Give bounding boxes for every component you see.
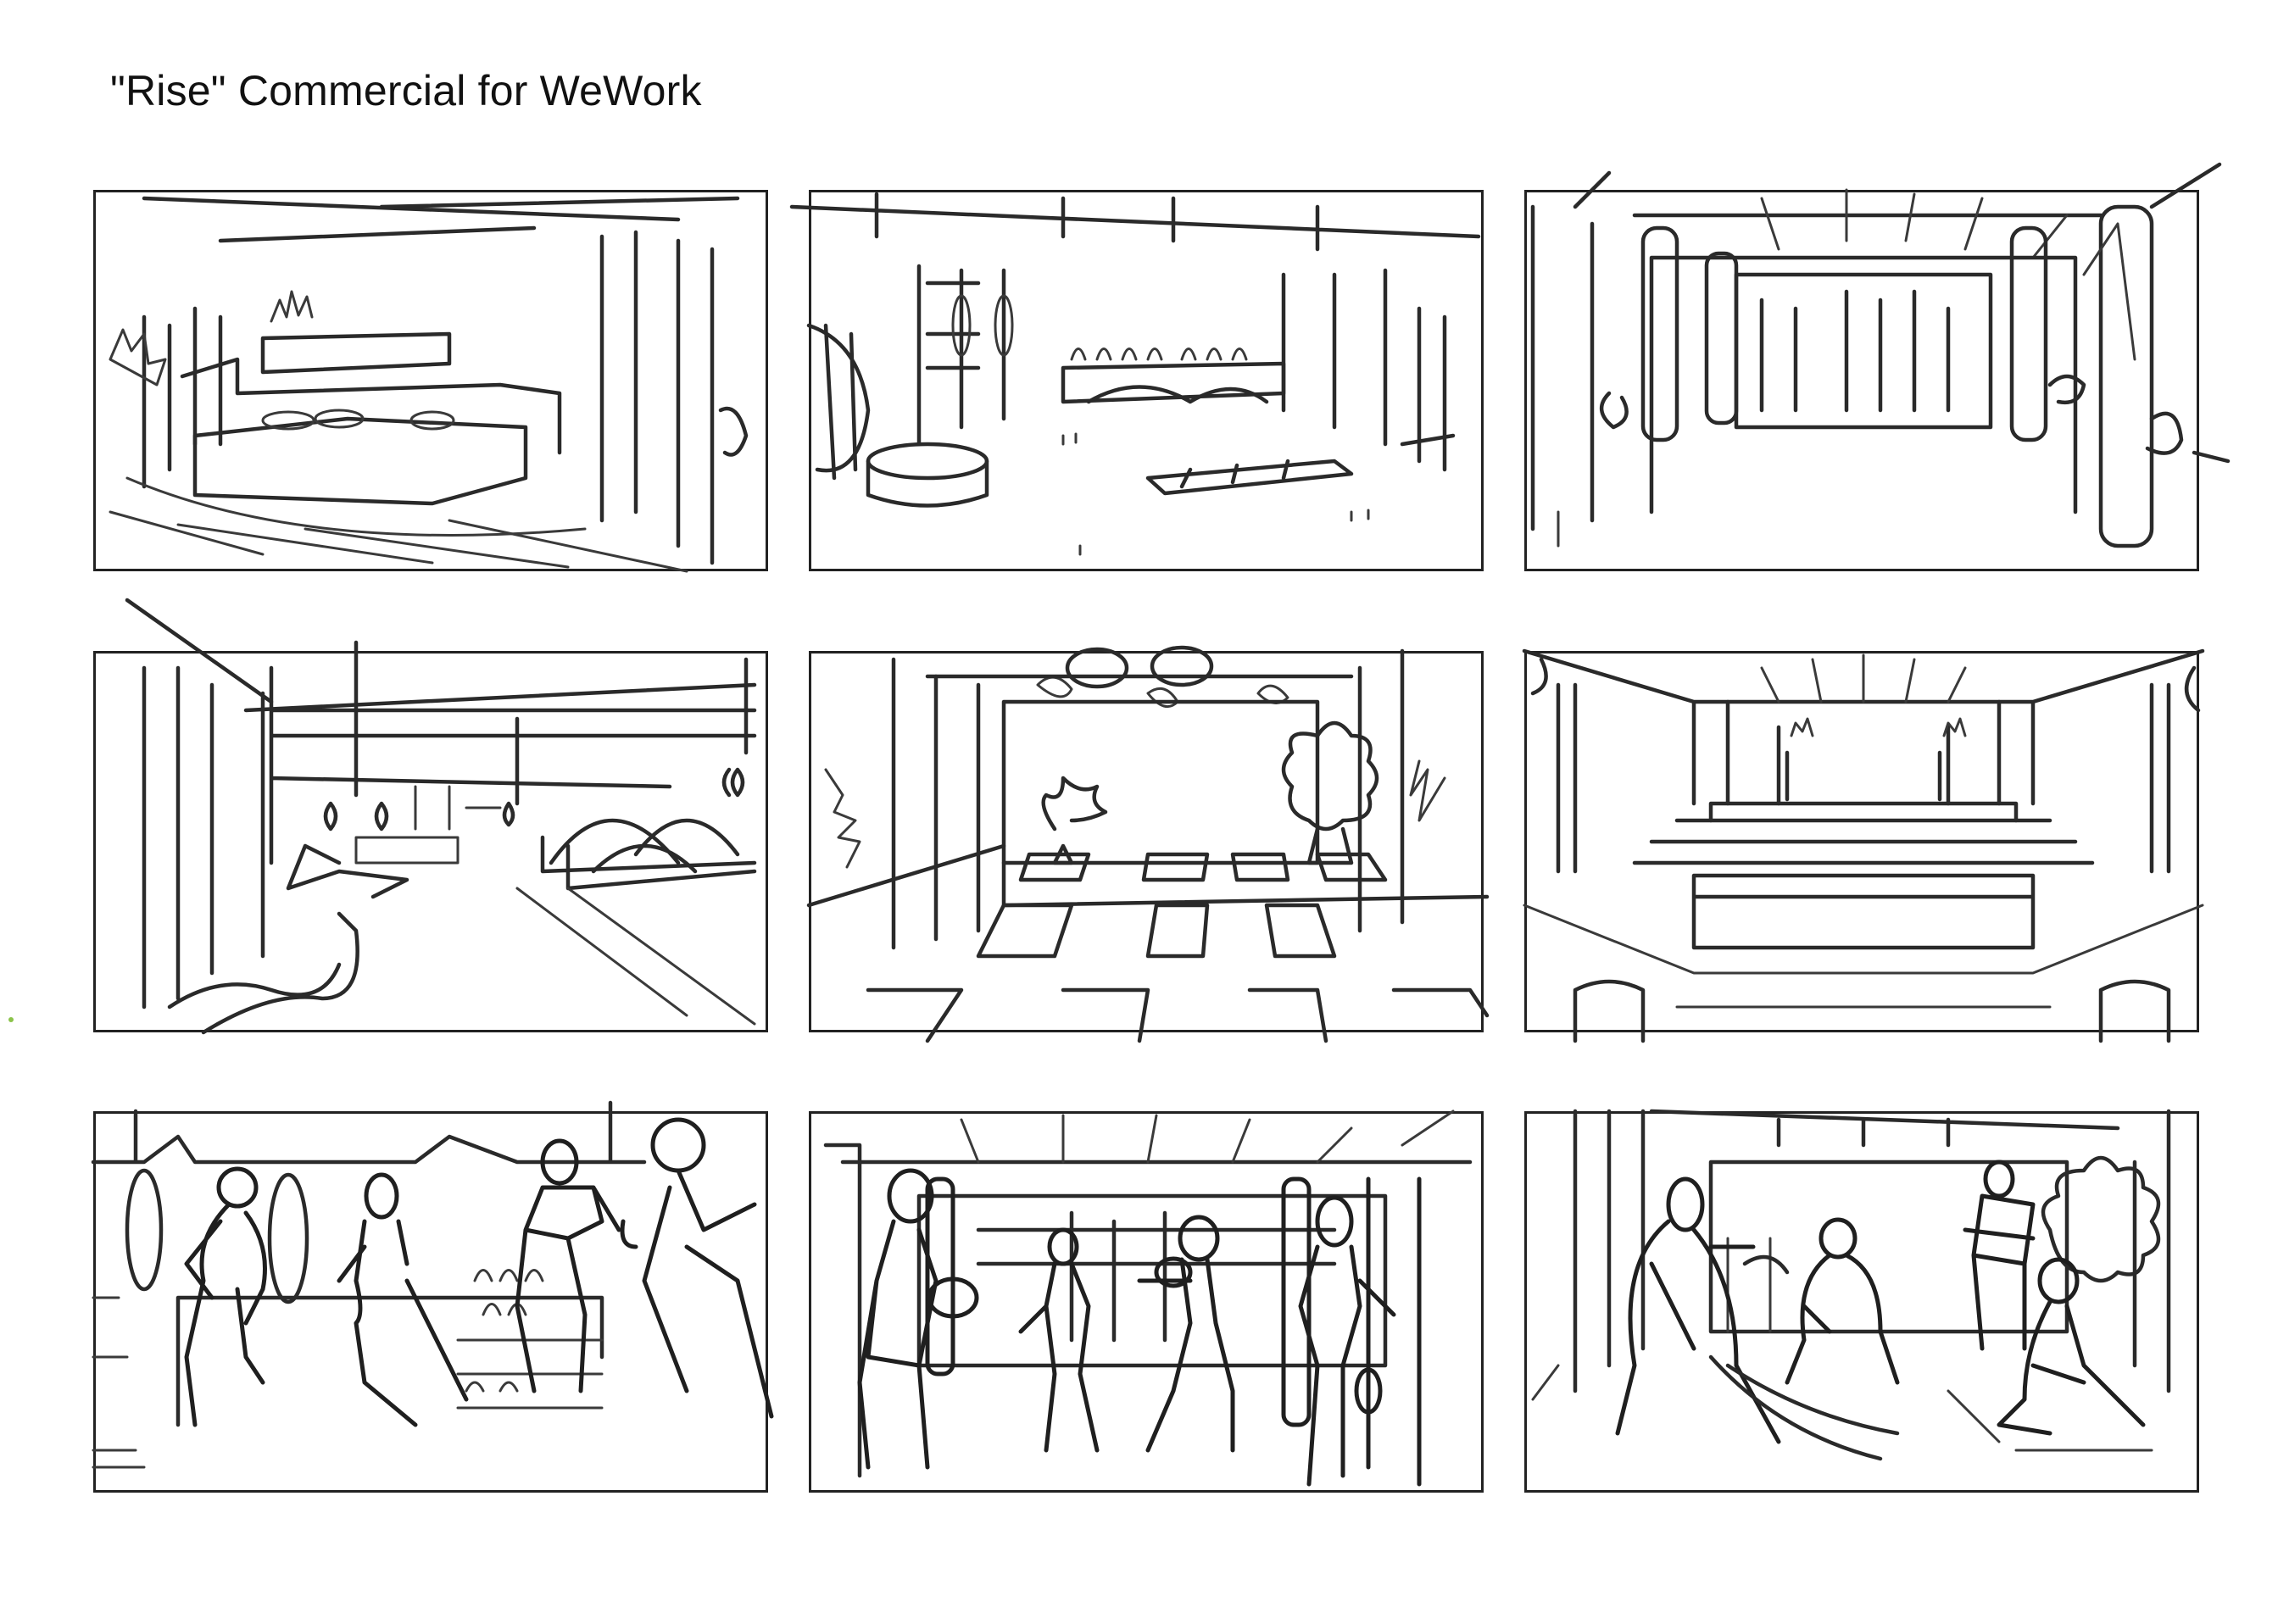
yoga-studio-icon: [806, 645, 1489, 1043]
storyboard-panel-4[interactable]: [93, 598, 768, 1034]
storyboard-panel-7[interactable]: [91, 1100, 773, 1493]
storyboard-panel-8[interactable]: [809, 1110, 1484, 1493]
storyboard-panel-3[interactable]: [1524, 162, 2230, 571]
storyboard-panel-5[interactable]: [806, 645, 1489, 1043]
people-boxing-training-icon: [823, 1110, 1472, 1486]
stray-mark: [8, 1017, 14, 1022]
storyboard-panel-6[interactable]: [1522, 648, 2204, 1043]
storyboard-panel-1[interactable]: [93, 190, 768, 572]
lounge-reception-icon: [109, 196, 748, 572]
stepped-seating-hall-icon: [1522, 648, 2204, 1043]
gym-equipment-floor-icon: [789, 192, 1480, 555]
storyboard-title: "Rise" Commercial for WeWork: [110, 67, 702, 114]
storyboard-panel-2[interactable]: [789, 190, 1484, 571]
functional-training-area-icon: [125, 598, 756, 1034]
boxing-bag-hallway-icon: [1530, 162, 2230, 548]
people-stretching-workout-icon: [1531, 1109, 2170, 1460]
people-resting-lounge-icon: [91, 1100, 773, 1468]
storyboard-panel-9[interactable]: [1524, 1109, 2199, 1493]
